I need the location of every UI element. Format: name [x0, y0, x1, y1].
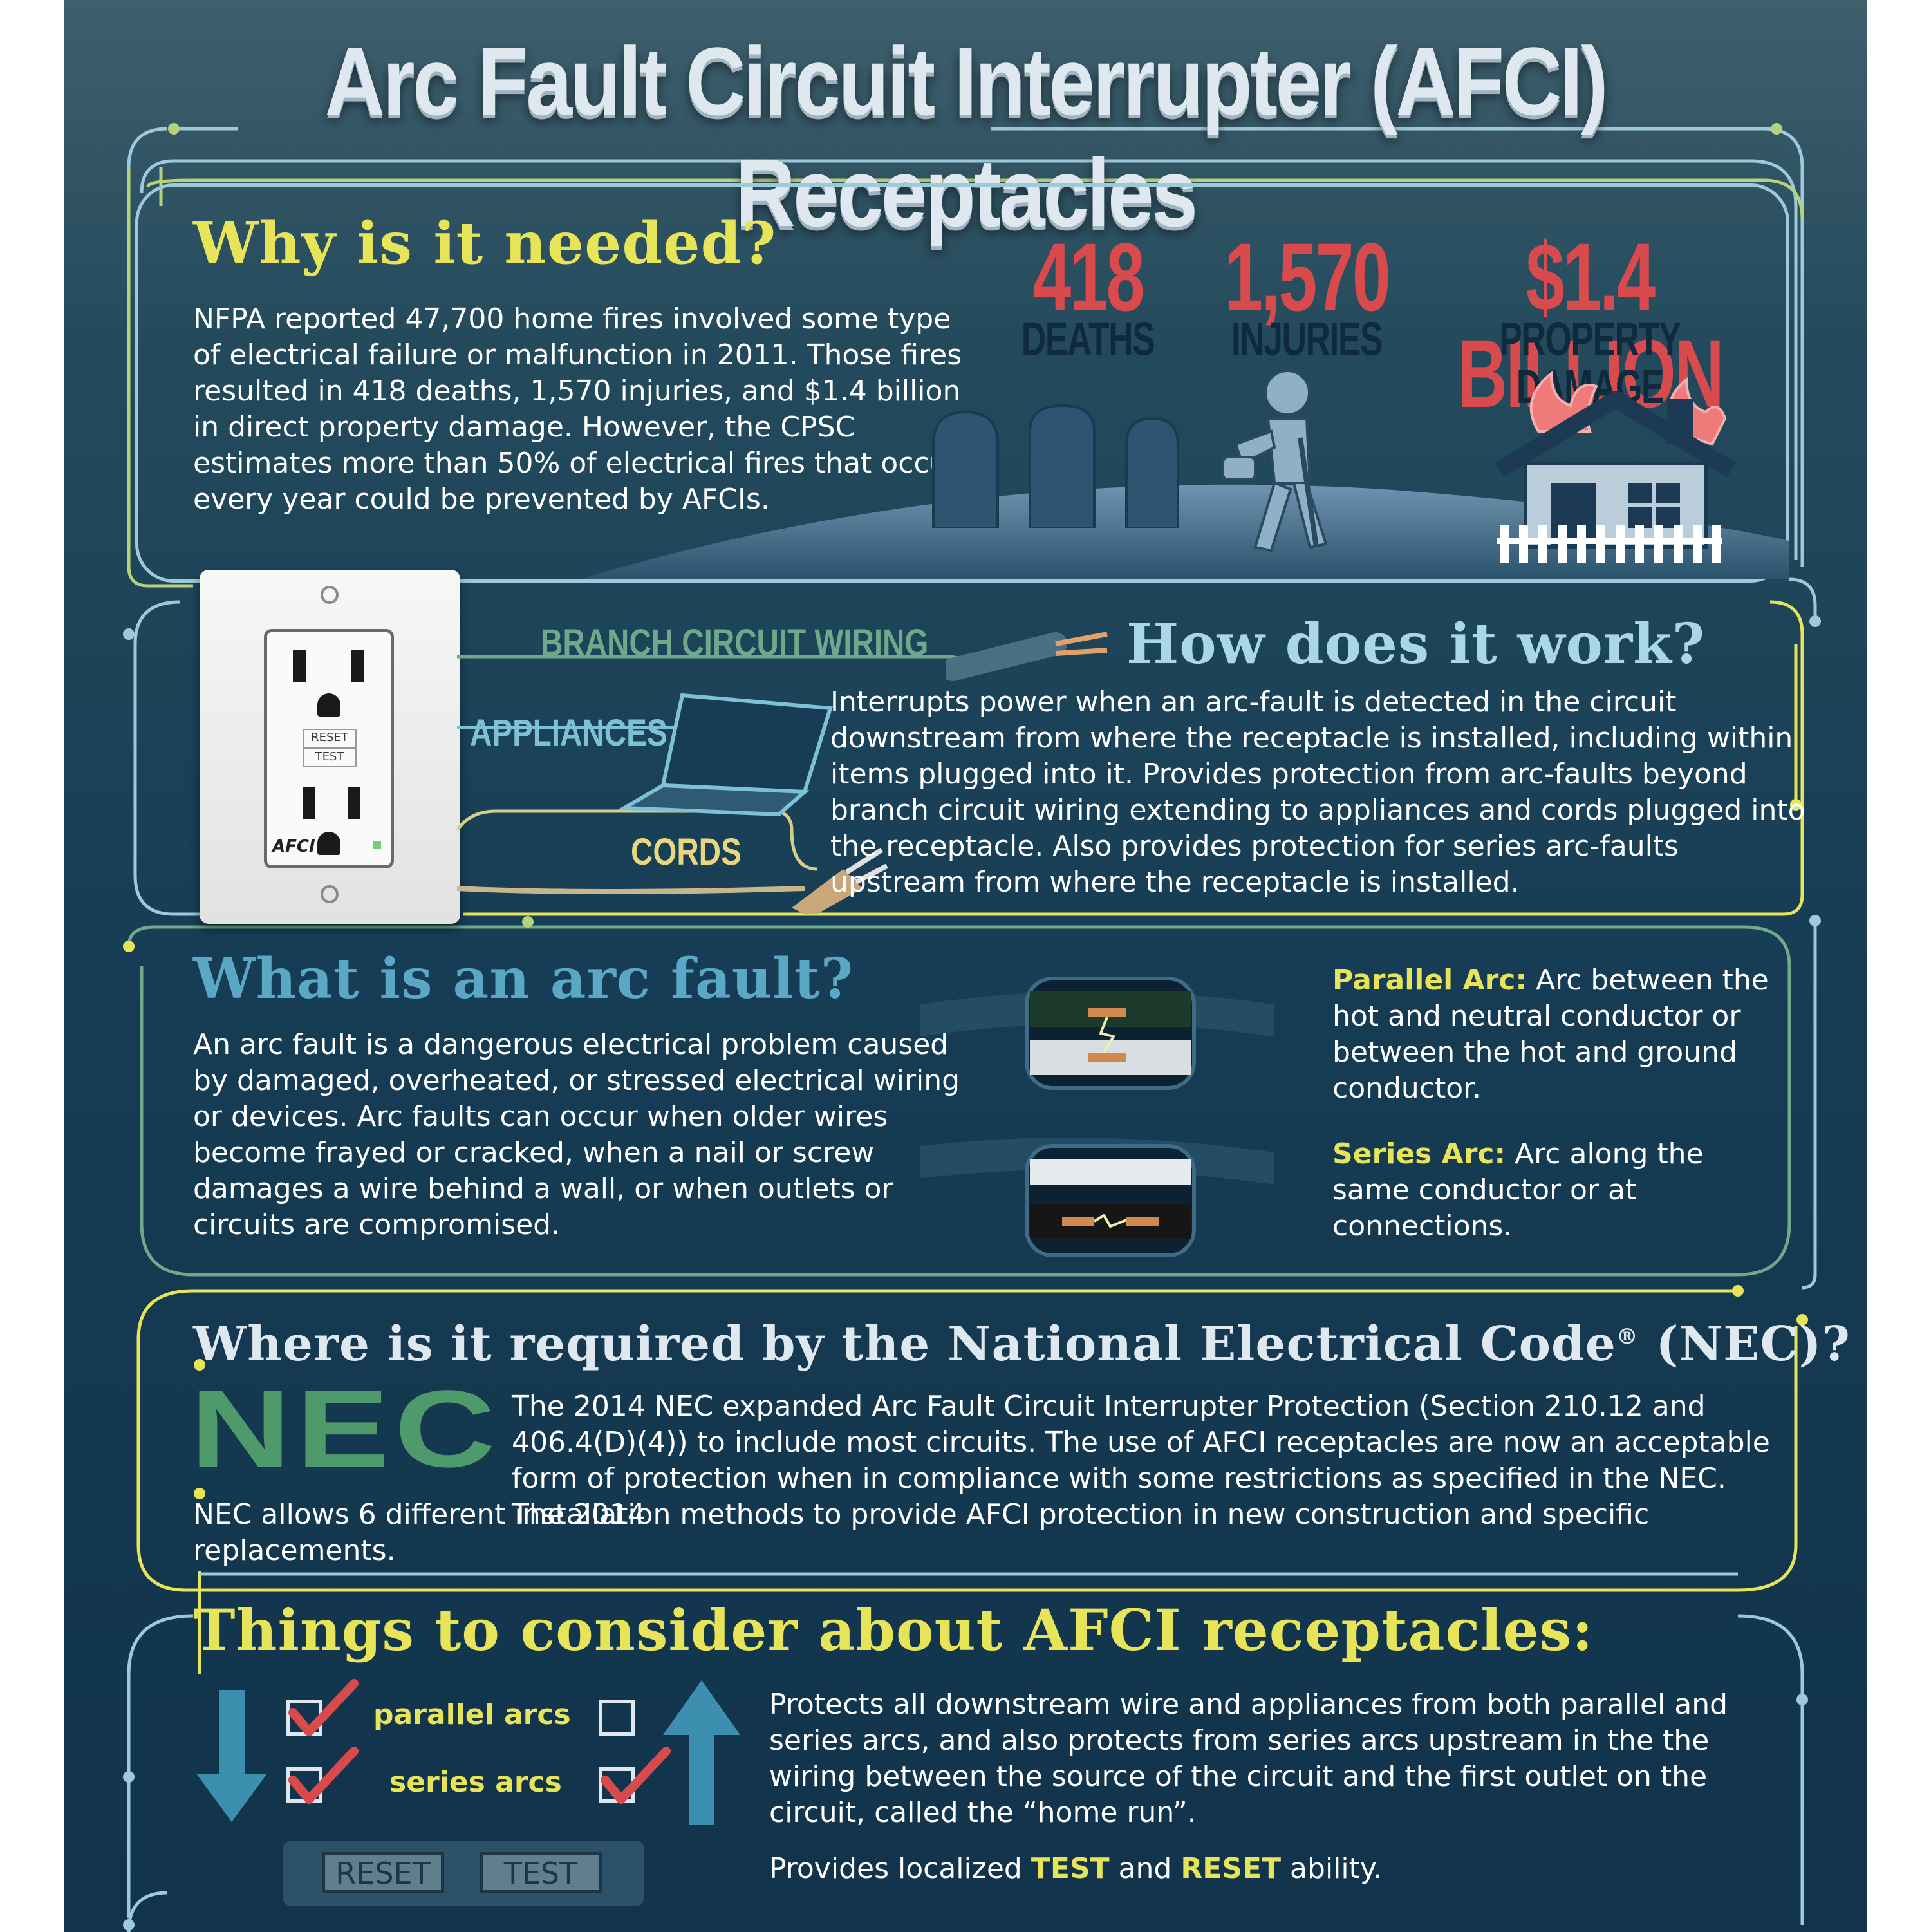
receptacle-reset-button: RESET [303, 729, 357, 748]
stat-deaths-value: 418 [1032, 223, 1144, 331]
parallel-arc-text: Parallel Arc: Arc between the hot and ne… [1332, 962, 1770, 1107]
cords-label: CORDS [631, 831, 742, 873]
localized-reset: RESET [1180, 1852, 1282, 1885]
registered-mark: ® [1616, 1324, 1639, 1350]
page-title: Arc Fault Circuit Interrupter (AFCI) Rec… [324, 27, 1609, 247]
wire-end-icon [946, 632, 1108, 681]
localized-text: Provides localized TEST and RESET abilit… [769, 1851, 1773, 1887]
branch-circuit-label: BRANCH CIRCUIT WIRING [541, 622, 929, 664]
infographic-poster: Arc Fault Circuit Interrupter (AFCI) Rec… [64, 0, 1867, 1932]
why-panel [135, 183, 1789, 583]
bottom-screw-icon [321, 885, 339, 903]
why-heading: Why is it needed? [193, 209, 777, 277]
test-button[interactable]: TEST [480, 1852, 602, 1893]
localized-post: ability. [1281, 1852, 1382, 1885]
parallel-arc-term: Parallel Arc: [1332, 964, 1527, 997]
tombstones-icon [932, 404, 1179, 528]
stat-injuries-label: INJURIES [1231, 312, 1383, 366]
check-mark-icon [601, 1747, 671, 1804]
receptacle-test-button: TEST [303, 748, 357, 767]
series-arc-term: Series Arc: [1332, 1138, 1506, 1170]
series-arc-text: Series Arc: Arc along the same conductor… [1332, 1136, 1770, 1244]
receptacle-plate: RESET TEST AFCI [200, 570, 460, 924]
stat-deaths-label: DEATHS [1021, 312, 1155, 366]
downstream-arrow-icon [196, 1690, 267, 1822]
check-label-parallel: parallel arcs [373, 1698, 571, 1731]
hill-scene [579, 484, 1789, 579]
arc-heading: What is an arc fault? [193, 946, 854, 1011]
top-screw-icon [321, 586, 339, 604]
parallel-arc-desc: Arc between the hot and neutral conducto… [1332, 964, 1769, 1105]
appliances-label: APPLIANCES [470, 712, 667, 754]
nec-body-bottom: NEC allows 6 different installation meth… [193, 1498, 1650, 1567]
plug-icon [792, 847, 888, 914]
parallel-arc-icon [920, 977, 1274, 1257]
check-mark-icon [288, 1679, 359, 1736]
decorative-wires [123, 123, 1821, 1932]
receptacle-face: RESET TEST AFCI [264, 629, 394, 868]
consider-body: Protects all downstream wire and applian… [769, 1688, 1728, 1829]
why-body: NFPA reported 47,700 home fires involved… [193, 303, 962, 516]
upstream-arrow-icon [663, 1680, 740, 1825]
stat-injuries-value: 1,570 [1224, 223, 1391, 331]
reset-button[interactable]: RESET [322, 1852, 444, 1893]
upstream-parallel-checkbox[interactable] [599, 1700, 635, 1736]
localized-mid: and [1109, 1852, 1181, 1885]
nec-heading: Where is it required by the National Ele… [193, 1317, 1851, 1372]
indicator-light [373, 841, 381, 849]
arc-body: An arc fault is a dangerous electrical p… [193, 1028, 960, 1241]
check-label-series: series arcs [389, 1766, 562, 1799]
receptacle-brand: AFCI [272, 837, 315, 856]
check-mark-icon [288, 1747, 359, 1804]
nec-body-top: The 2014 NEC expanded Arc Fault Circuit … [512, 1390, 1770, 1531]
how-heading: How does it work? [1126, 612, 1706, 677]
injured-person-icon [1222, 370, 1328, 552]
consider-heading: Things to consider about AFCI receptacle… [193, 1597, 1594, 1664]
nec-heading-main: Where is it required by the National Ele… [193, 1317, 1616, 1372]
burning-house-icon [1495, 370, 1736, 563]
localized-test: TEST [1031, 1852, 1110, 1885]
nec-heading-suffix: (NEC)? [1638, 1317, 1851, 1372]
series-arc-desc: Arc along the same conductor or at conne… [1332, 1138, 1704, 1243]
nec-logo: NEC [190, 1368, 501, 1490]
how-body: Interrupts power when an arc-fault is de… [830, 686, 1805, 899]
laptop-icon [618, 693, 833, 817]
localized-pre: Provides localized [769, 1852, 1031, 1885]
